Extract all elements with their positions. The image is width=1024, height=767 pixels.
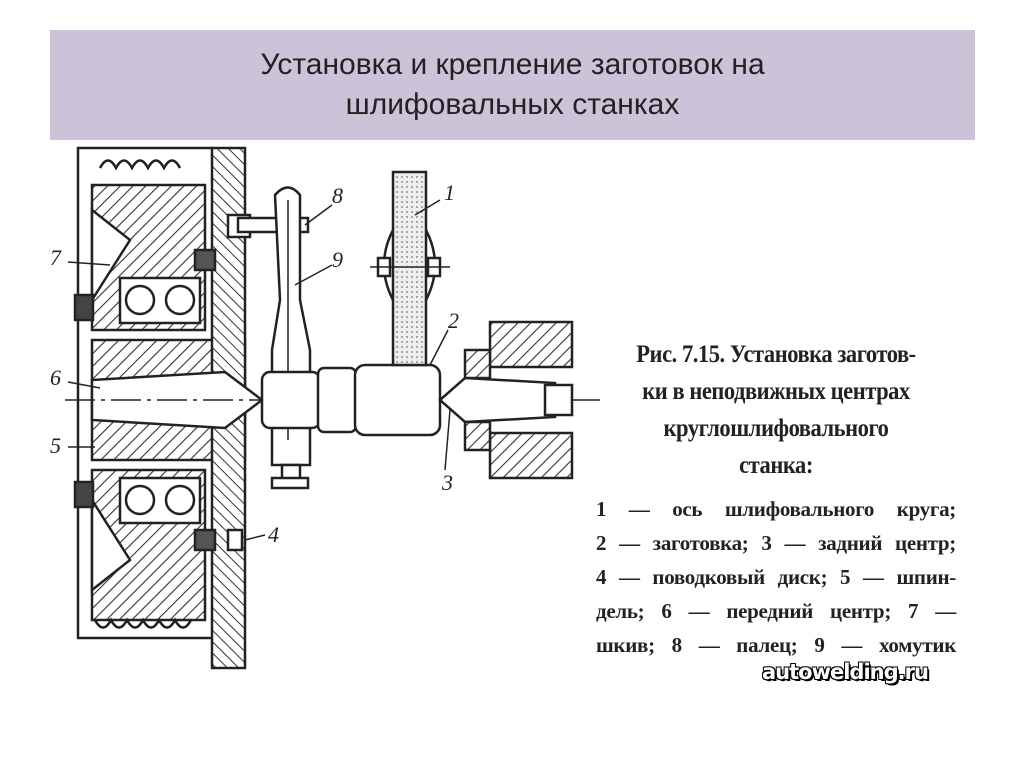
label-6: 6 (50, 365, 61, 390)
workpiece (353, 363, 442, 437)
watermark: autowelding.ru (762, 660, 929, 684)
legend-line: 1 — ось шлифовального круга; (596, 497, 956, 521)
bearing-bottom (118, 476, 202, 525)
title-line-2: шлифовальных станках (345, 88, 680, 121)
slide-title: Установка и крепление заготовок на шлифо… (260, 45, 764, 125)
caption-line: ки в неподвижных центрах (642, 378, 910, 405)
tail-center (438, 376, 557, 424)
tailstock (463, 320, 574, 480)
label-8: 8 (332, 183, 343, 208)
slide-title-box: Установка и крепление заготовок на шлифо… (50, 30, 975, 140)
legend-line: шкив; 8 — палец; 9 — хомутик (596, 633, 956, 657)
label-1: 1 (444, 180, 455, 205)
label-7: 7 (50, 245, 62, 270)
legend-line: дель; 6 — передний центр; 7 — (596, 599, 956, 623)
caption-line: круглошлифовального (663, 415, 889, 442)
label-2: 2 (448, 308, 459, 333)
grinding-wheel (391, 170, 428, 367)
legend-line: 4 — поводковый диск; 5 — шпин- (596, 565, 956, 589)
caption-line: Рис. 7.15. Установка заготов- (636, 341, 916, 368)
figure-caption: Рис. 7.15. Установка заготов- ки в непод… (596, 336, 956, 662)
label-5: 5 (50, 433, 61, 458)
title-line-1: Установка и крепление заготовок на (260, 48, 765, 81)
label-3: 3 (441, 470, 453, 495)
label-4: 4 (268, 522, 279, 547)
bearing-top (118, 276, 202, 325)
caption-line: станка: (739, 452, 813, 479)
label-9: 9 (332, 247, 343, 272)
legend-line: 2 — заготовка; 3 — задний центр; (596, 531, 956, 555)
caption-heading: Рис. 7.15. Установка заготов- ки в непод… (614, 336, 938, 484)
caption-legend: 1 — ось шлифовального круга; 2 — заготов… (596, 492, 956, 662)
part-labels: 1 2 3 4 5 6 7 8 9 (50, 180, 459, 547)
